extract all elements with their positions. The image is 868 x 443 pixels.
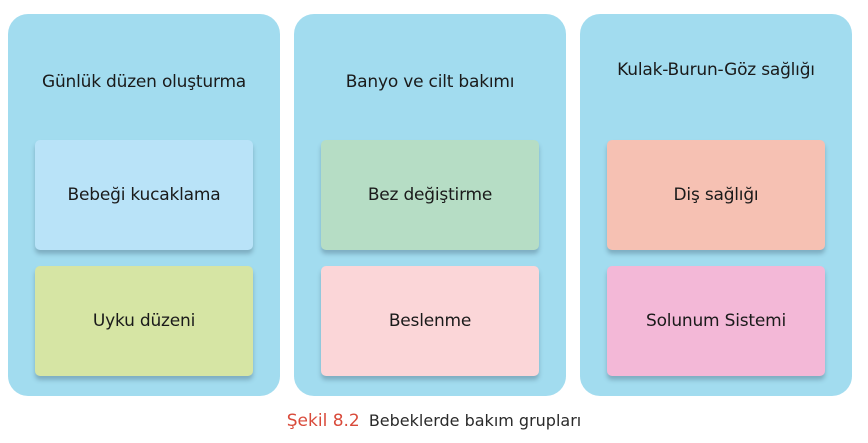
group-panel-daily-routine: Günlük düzen oluşturma Bebeği kucaklama … (8, 14, 280, 396)
group-title: Günlük düzen oluşturma (41, 72, 247, 92)
group-panel-bath-skin-care: Banyo ve cilt bakımı Bez değiştirme Besl… (294, 14, 566, 396)
card-sleep-routine: Uyku düzeni (35, 266, 253, 376)
card-nutrition: Beslenme (321, 266, 539, 376)
group-panel-ent-health: Kulak-Burun-Göz sağlığı Diş sağlığı Solu… (580, 14, 852, 396)
group-title: Banyo ve cilt bakımı (345, 72, 515, 92)
card-diaper-change: Bez değiştirme (321, 140, 539, 250)
card-baby-holding: Bebeği kucaklama (35, 140, 253, 250)
card-respiratory-system: Solunum Sistemi (607, 266, 825, 376)
card-dental-health: Diş sağlığı (607, 140, 825, 250)
group-title: Kulak-Burun-Göz sağlığı (617, 60, 815, 80)
figure-number: Şekil 8.2 (286, 411, 360, 431)
figure-caption: Şekil 8.2 Bebeklerde bakım grupları (0, 410, 868, 432)
figure-caption-text: Bebeklerde bakım grupları (368, 411, 582, 430)
